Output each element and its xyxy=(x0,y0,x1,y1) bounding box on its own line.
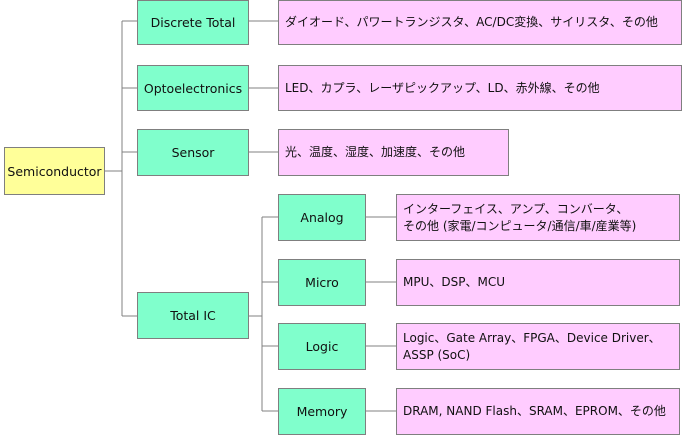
description-optoelectronics: LED、カプラ、レーザピックアップ、LD、赤外線、その他 xyxy=(278,65,682,111)
description-sensor: 光、温度、湿度、加速度、その他 xyxy=(278,129,509,176)
subcategory-node-memory: Memory xyxy=(278,388,366,435)
description-discrete-total: ダイオード、パワートランジスタ、AC/DC変換、サイリスタ、その他 xyxy=(278,0,682,45)
description-micro: MPU、DSP、MCU xyxy=(396,259,680,306)
description-analog: インターフェイス、アンプ、コンバータ、 その他 (家電/コンピュータ/通信/車/… xyxy=(396,194,680,241)
subcategory-node-logic: Logic xyxy=(278,323,366,370)
description-memory: DRAM, NAND Flash、SRAM、EPROM、その他 xyxy=(396,388,680,435)
category-node-optoelectronics: Optoelectronics xyxy=(137,65,249,111)
category-node-discrete-total: Discrete Total xyxy=(137,0,249,45)
subcategory-node-analog: Analog xyxy=(278,194,366,241)
category-node-sensor: Sensor xyxy=(137,129,249,176)
category-node-total-ic: Total IC xyxy=(137,292,249,339)
root-node-semiconductor: Semiconductor xyxy=(4,147,105,195)
subcategory-node-micro: Micro xyxy=(278,259,366,306)
description-logic: Logic、Gate Array、FPGA、Device Driver、 ASS… xyxy=(396,323,680,370)
